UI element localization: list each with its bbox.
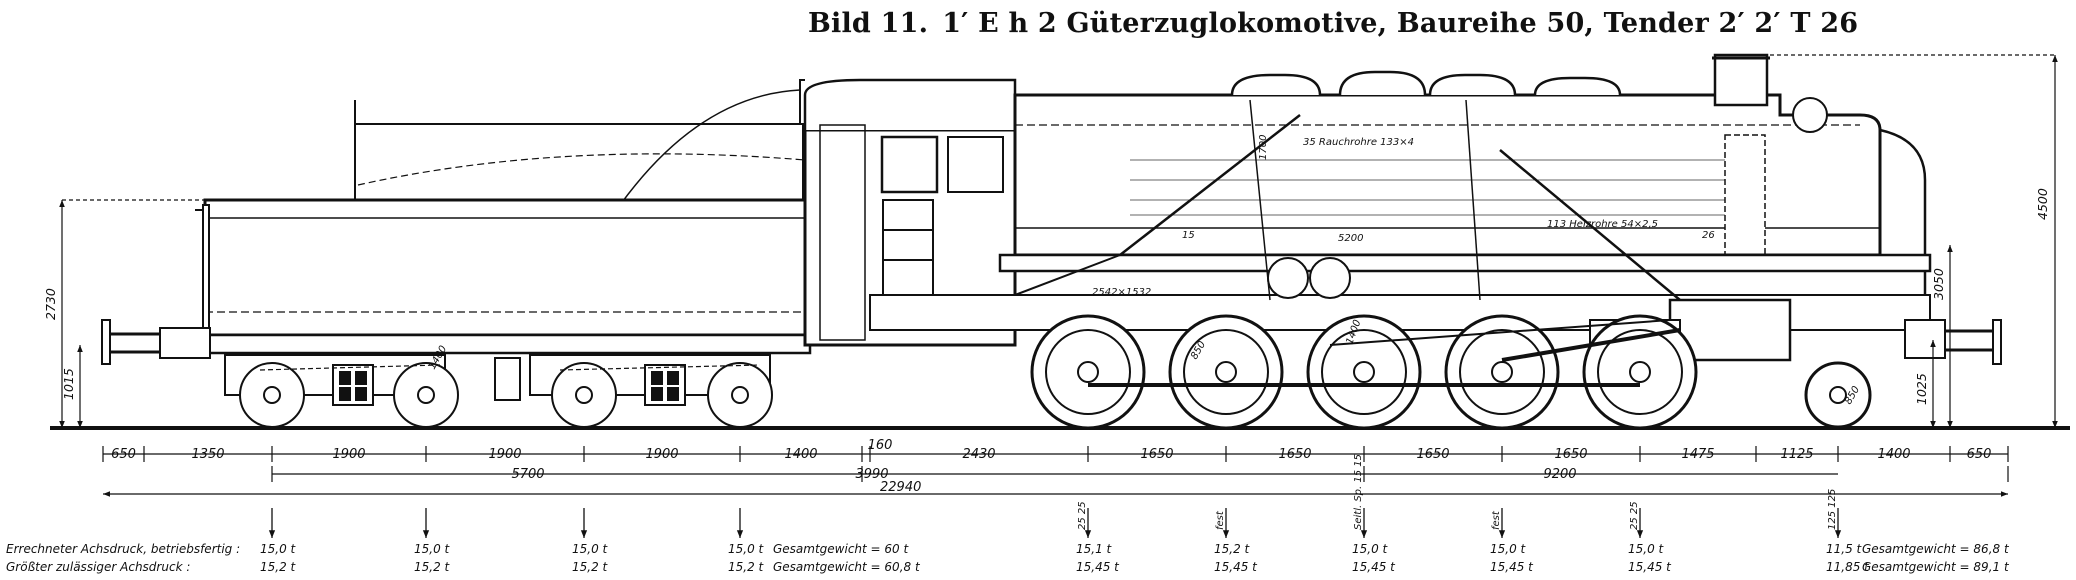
tender-wheel: [551, 362, 617, 428]
dome: [1338, 70, 1427, 96]
axle-load-calc: 15,0 t: [1352, 542, 1389, 556]
dimension-row-1: 650 1350 1900 1900 1900 1400 160 2430 1650 1650 16…: [102, 438, 2009, 462]
dimension-value: 1125: [1780, 447, 1813, 462]
dim-tender-buffer: 1015: [61, 368, 76, 400]
dimension-value: 1650: [1554, 447, 1587, 462]
axle-load-max: 11,85 t: [1826, 560, 1870, 574]
dim-loco-buffer: 1025: [1914, 373, 1929, 405]
axle-note: 125 125: [1827, 489, 1838, 530]
driving-wheel: [1582, 314, 1698, 430]
dim-total: 22940: [880, 480, 921, 495]
axle-load-calc: 15,0 t: [572, 542, 609, 556]
driving-wheel: [1030, 314, 1146, 430]
tender-wheel: [393, 362, 459, 428]
figure-title: Bild 11. 1′ E h 2 Güterzuglokomotive, Bau…: [808, 8, 1858, 39]
axle-load-max: 15,45 t: [1352, 560, 1396, 574]
axle-load-arrows: 25 25 fest Seitl. Sp. 15 15 fest 25 25 125 12…: [268, 454, 1842, 538]
table-row2-label: Größter zulässiger Achsdruck :: [6, 560, 190, 574]
dimension-value: 1900: [645, 447, 678, 462]
axle-load-max: 15,2 t: [572, 560, 609, 574]
tender-wheel: [707, 362, 773, 428]
driving-wheel: [1306, 314, 1422, 430]
label-1700: 1700: [1258, 135, 1269, 160]
dimension-lines: [103, 453, 2008, 497]
axle-load-calc: 15,0 t: [728, 542, 765, 556]
axle-note: fest: [1491, 510, 1502, 530]
axle-load-max: 15,45 t: [1490, 560, 1534, 574]
tender-wheel: [239, 362, 305, 428]
dimension-value: 1650: [1140, 447, 1173, 462]
axle-note: Seitl. Sp. 15 15: [1353, 454, 1364, 530]
figure-caption: 1′ E h 2 Güterzuglokomotive, Baureihe 50…: [942, 8, 1859, 39]
dimension-value: 1475: [1681, 447, 1714, 462]
chimney: [1713, 53, 1769, 107]
dimension-value: 160: [868, 438, 893, 453]
axle-load-max: 15,2 t: [260, 560, 297, 574]
dimension-value: 9200: [1543, 467, 1576, 482]
dimension-value: 3990: [855, 467, 888, 482]
dimension-value: 1350: [191, 447, 224, 462]
dimension-value: 650: [111, 447, 136, 462]
axle-load-calc: 11,5 t: [1826, 542, 1863, 556]
cab-window: [880, 135, 939, 194]
axle-note: 25 25: [1077, 501, 1088, 530]
leading-wheel: [1804, 361, 1872, 429]
axle-note: fest: [1215, 510, 1226, 530]
dimension-value: 5700: [511, 467, 544, 482]
axle-load-max: 15,45 t: [1628, 560, 1672, 574]
tender-total-2: Gesamtgewicht = 60,8 t: [773, 560, 921, 574]
dimension-value: 2430: [962, 447, 995, 462]
axle-load-calc: 15,0 t: [1628, 542, 1665, 556]
dome: [1230, 73, 1322, 96]
dimension-value: 1900: [332, 447, 365, 462]
dimension-value: 1650: [1416, 447, 1449, 462]
axle-load-max: 15,2 t: [414, 560, 451, 574]
dim-loco-height: 4500: [2035, 188, 2050, 220]
table-row1-label: Errechneter Achsdruck, betriebsfertig :: [6, 542, 240, 556]
dim-loco-boiler: 3050: [1931, 268, 1946, 300]
label-26: 26: [1702, 230, 1715, 241]
axle-load-calc: 15,0 t: [1490, 542, 1527, 556]
axle-load-max: 15,45 t: [1214, 560, 1258, 574]
dim-tender-height: 2730: [43, 288, 58, 320]
axle-load-calc: 15,0 t: [260, 542, 297, 556]
label-grate: 2542×1532: [1092, 287, 1151, 298]
dimension-value: 1400: [784, 447, 817, 462]
axle-load-max: 15,2 t: [728, 560, 765, 574]
dimension-value: 1900: [488, 447, 521, 462]
axle-load-max: 15,45 t: [1076, 560, 1120, 574]
tender-total-1: Gesamtgewicht = 60 t: [773, 542, 910, 556]
dimension-value: 1400: [1877, 447, 1910, 462]
driving-wheel: [1168, 314, 1284, 430]
figure-number: Bild 11.: [808, 8, 929, 39]
loco-total-1: Gesamtgewicht = 86,8 t: [1862, 542, 2010, 556]
axle-load-calc: 15,0 t: [414, 542, 451, 556]
label-tube-length: 5200: [1338, 233, 1363, 244]
driving-wheel: [1444, 314, 1560, 430]
dimension-value: 1650: [1278, 447, 1311, 462]
axle-load-table: 15,0 t 15,0 t 15,0 t 15,0 t 15,1 t 15,2 t 15,0…: [260, 542, 1870, 574]
axle-note: 25 25: [1629, 501, 1640, 530]
label-rauchrohre: 35 Rauchrohre 133×4: [1303, 137, 1414, 148]
dimension-value: 650: [1967, 447, 1992, 462]
locomotive: [803, 53, 2002, 430]
label-15: 15: [1182, 230, 1195, 241]
tender-tank: [203, 198, 807, 337]
axle-load-calc: 15,2 t: [1214, 542, 1251, 556]
loco-total-2: Gesamtgewicht = 89,1 t: [1862, 560, 2010, 574]
height-dimensions: [59, 54, 2058, 428]
label-heizrohre: 113 Heizrohre 54×2,5: [1547, 219, 1658, 230]
dome: [1428, 73, 1517, 96]
tender: [101, 79, 812, 428]
axle-load-calc: 15,1 t: [1076, 542, 1113, 556]
dimension-row-2: 5700 3990 9200: [271, 466, 2009, 482]
